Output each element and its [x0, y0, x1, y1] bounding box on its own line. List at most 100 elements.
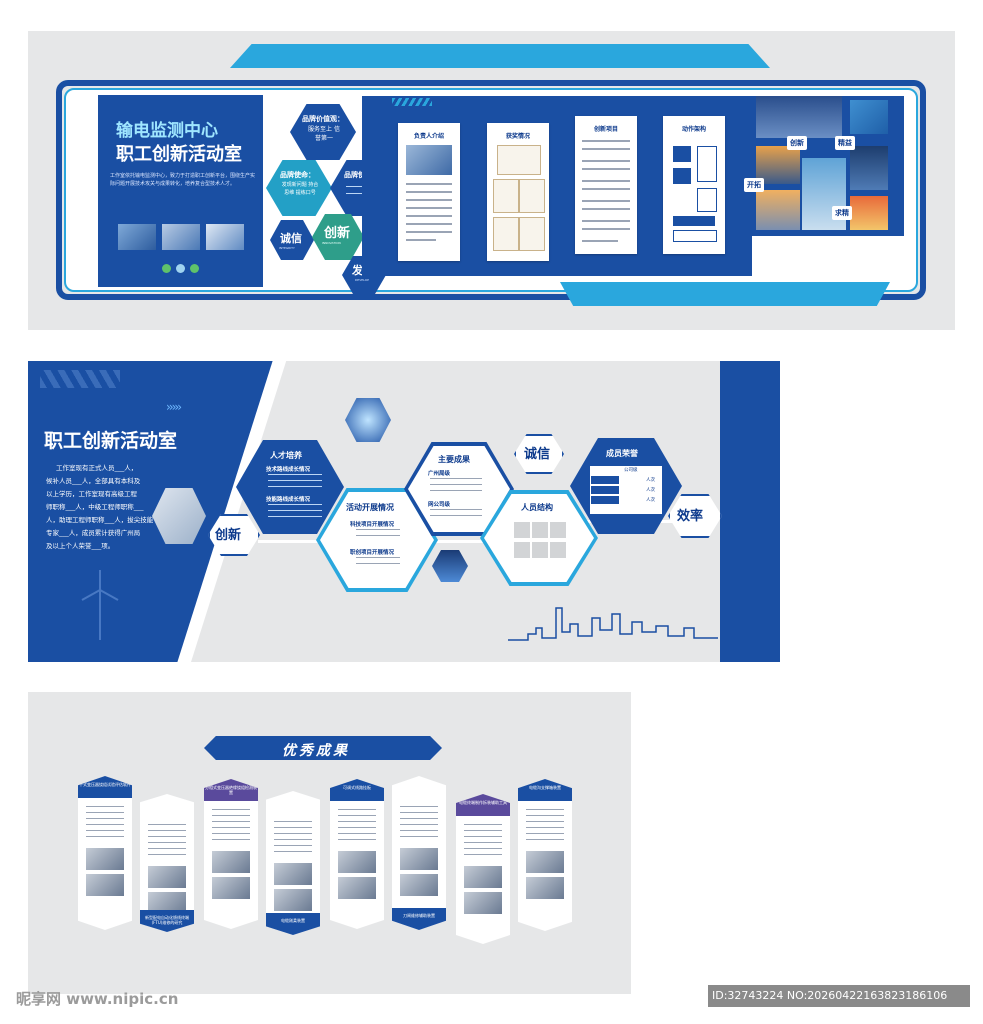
text-line [268, 480, 322, 481]
board1-photo-2 [162, 224, 200, 250]
text-line [212, 833, 250, 834]
board1-title-line1: 输电监测中心 [116, 121, 218, 141]
board2-intro-line: 以上学历，工作室现有高级工程 [46, 490, 137, 498]
achievement-card: 分相式变压器绝缘绕组检测装置 [204, 779, 258, 929]
board1-card-awards-title: 获奖情况 [505, 133, 530, 140]
board2-intro-line: 人，助理工程师职称___人，拔尖技能 [46, 516, 154, 524]
text-line [148, 836, 186, 837]
text-line [212, 821, 250, 822]
structure-placeholder [532, 542, 548, 558]
honor-unit: 人次 [646, 488, 655, 493]
text-line [274, 833, 312, 834]
text-line [464, 854, 502, 855]
board3-banner-text: 优秀成果 [282, 743, 350, 759]
text-line [338, 809, 376, 810]
text-line [86, 806, 124, 807]
achievement-photo [526, 877, 564, 899]
text-line [268, 474, 322, 475]
board2-results-title: 主要成果 [438, 455, 470, 464]
board2-honor-title: 成员荣誉 [606, 449, 638, 458]
board1-top-band [230, 44, 770, 68]
board1-award-cert [493, 217, 519, 251]
board2-wind-turbine-icon [70, 570, 130, 640]
board1-develop-en: DEVELOP [355, 278, 369, 282]
achievement-photo [148, 866, 186, 888]
board2-innovation-text: 创新 [215, 528, 242, 543]
text-line [148, 830, 186, 831]
text-line [582, 180, 630, 182]
achievement-card: 新型配电自动化馈线终端(FTU)维修的研究 [140, 794, 194, 932]
text-line [464, 842, 502, 843]
text-line [338, 821, 376, 822]
text-line [356, 557, 400, 558]
board1-card-leader: 负责人介绍 [398, 123, 460, 261]
text-line [268, 486, 322, 487]
text-line [430, 509, 482, 510]
text-line [582, 208, 630, 210]
structure-placeholder [532, 522, 548, 538]
board2-honor-table: 公司级 人次 人次 人次 [590, 466, 662, 514]
honor-unit: 人次 [646, 478, 655, 483]
honor-row-label [591, 486, 619, 494]
collage-photo [850, 146, 888, 190]
text-line [148, 842, 186, 843]
board1-title-line2: 职工创新活动室 [116, 144, 242, 165]
board1-title-block [98, 95, 263, 287]
collage-photo [756, 190, 800, 230]
text-line [406, 239, 436, 241]
board2-talent-title: 人才培养 [270, 451, 302, 460]
achievement-photo [274, 863, 312, 885]
board1-card-awards: 获奖情况 [487, 123, 549, 261]
collage-label-innovation: 创新 [787, 136, 807, 150]
text-line [582, 168, 630, 170]
board2-structure-title: 人员结构 [521, 503, 553, 512]
text-line [582, 188, 630, 190]
achievement-card-bottom-label: 新型配电自动化馈线终端(FTU)维修的研究 [140, 910, 194, 932]
collage-label-lean: 精益 [835, 136, 855, 150]
board2-chevrons: ››››› [166, 400, 182, 414]
achievement-card: 干式变压器绕组试验评估软件 [78, 776, 132, 930]
board1-mission2-label: 品牌使命： [344, 170, 379, 180]
board2-right-blue-strip [720, 361, 780, 662]
board2-activity-sub2: 职创项目开展情况 [350, 550, 395, 556]
text-line [400, 806, 438, 807]
achievement-photo [400, 848, 438, 870]
achievement-card-title: 可调式线路挂板 [330, 779, 384, 801]
achievement-photo [338, 877, 376, 899]
board1-award-cert [497, 145, 541, 175]
honor-unit: 人次 [646, 498, 655, 503]
text-line [148, 848, 186, 849]
collage-photo [756, 146, 800, 184]
achievement-photo [212, 851, 250, 873]
org-box [697, 146, 717, 182]
board2-intro-line: 专家___人，成员累计获得广州局 [46, 529, 141, 537]
text-line [356, 529, 400, 530]
text-line [86, 812, 124, 813]
text-line [274, 839, 312, 840]
text-line [212, 827, 250, 828]
board2-triangles-deco [40, 370, 120, 388]
text-line [406, 183, 452, 185]
board1-award-cert [493, 179, 519, 213]
board2-results-sub1: 广州局级 [428, 471, 451, 477]
text-line [274, 827, 312, 828]
board1-photo-3 [206, 224, 244, 250]
board1-innovation-en: INNOVATION [322, 241, 341, 245]
board1-innovation-text: 创新 [324, 226, 351, 241]
text-line [526, 821, 564, 822]
text-line [212, 815, 250, 816]
achievement-photo [212, 877, 250, 899]
board1-award-cert [519, 217, 545, 251]
text-line [274, 845, 312, 846]
achievement-photo [464, 892, 502, 914]
text-line [338, 839, 376, 840]
board1-card-projects-title: 创新项目 [593, 126, 618, 133]
text-line [274, 851, 312, 852]
board1-hex-integrity [270, 220, 314, 260]
achievement-photo [86, 848, 124, 870]
board2-intro-line: 师职称___人，中级工程师职称___ [46, 503, 144, 511]
text-line [526, 827, 564, 828]
achievement-card-title: 分相式变压器绝缘绕组检测装置 [204, 779, 258, 801]
watermark-logo: 昵享网 www.nipic.cn [16, 990, 179, 1008]
text-line [148, 854, 186, 855]
